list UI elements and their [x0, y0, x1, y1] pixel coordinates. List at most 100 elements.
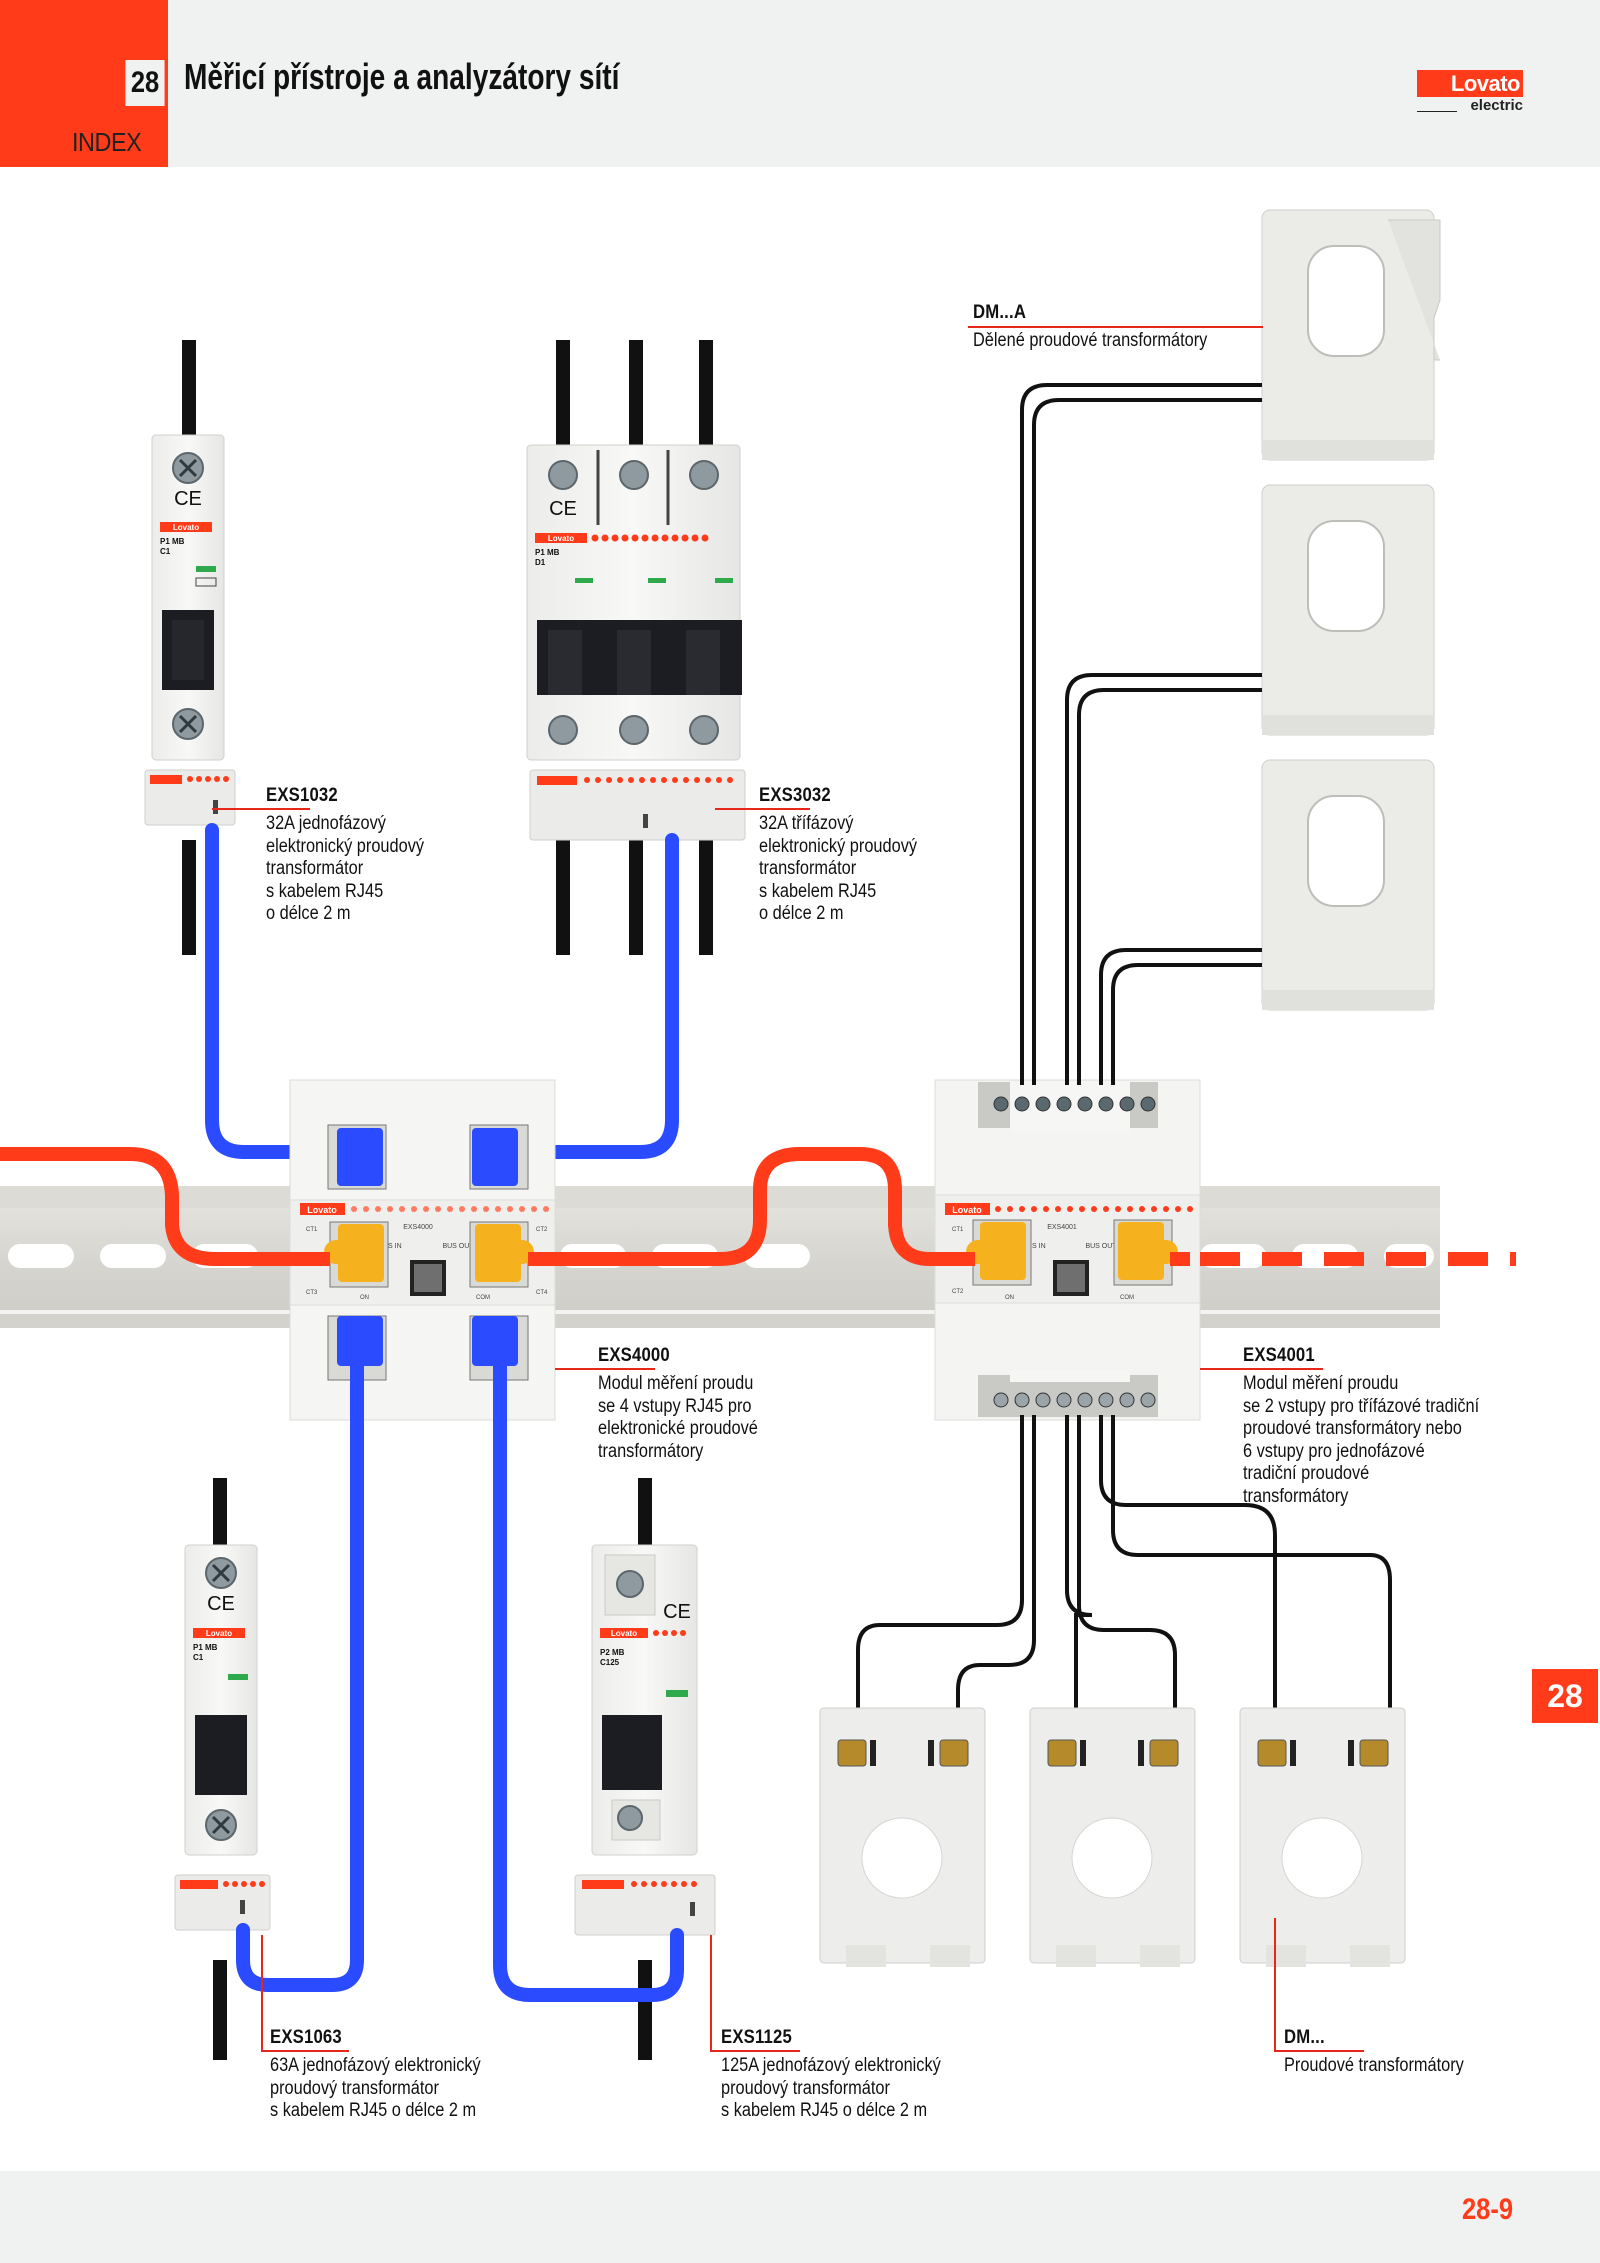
lovato-logo: Lovato electric [1417, 70, 1523, 114]
svg-text:BUS IN: BUS IN [1022, 1243, 1045, 1250]
svg-text:BUS OUT: BUS OUT [442, 1243, 474, 1250]
exs3032-sensor [529, 769, 746, 841]
callout-exs3032: EXS3032 32A třífázový elektronický proud… [759, 785, 1179, 926]
rj45-cables-bottom [236, 1343, 684, 2002]
ct-wires-bottom [856, 1415, 1392, 1712]
current-transformer [1029, 1707, 1196, 1967]
svg-text:Lovato: Lovato [952, 1205, 982, 1215]
svg-text:BUS IN: BUS IN [378, 1243, 401, 1250]
exs4001-module: Lovato EXS4001 CT1 CT2 BUS IN BUS OUT ON… [934, 1079, 1201, 1421]
bus-cables [0, 1147, 1516, 1266]
callout-line-dm [1274, 2050, 1364, 2052]
exs4000-module: Lovato EXS4000 CT1 CT2 CT3 CT4 BUS IN BU… [289, 1079, 556, 1421]
callout-desc: Dělené proudové transformátory [973, 330, 1208, 351]
svg-text:CT1: CT1 [952, 1227, 964, 1233]
ce-mark: CE [207, 1593, 235, 1615]
page-number: 28-9 [1462, 2193, 1514, 2226]
page-header: 28 INDEX Měřicí přístroje a analyzátory … [0, 0, 1600, 167]
power-wires-bottom [213, 1478, 652, 2060]
callout-code: EXS3032 [759, 785, 831, 806]
logo-underline [1417, 111, 1457, 112]
index-link[interactable]: INDEX [72, 127, 142, 157]
callout-desc: 32A třífázový elektronický proudový tran… [759, 813, 918, 924]
callout-exs4001: EXS4001 Modul měření proudu se 2 vstupy … [1243, 1345, 1600, 1508]
svg-text:C1: C1 [193, 1653, 204, 1662]
svg-text:Lovato: Lovato [548, 534, 574, 543]
ce-mark: CE [174, 488, 202, 510]
svg-text:COM: COM [476, 1295, 490, 1301]
ct-wires-top [1020, 383, 1262, 1085]
current-transformer [819, 1707, 986, 1967]
callout-line-exs3032 [715, 808, 810, 810]
svg-text:Lovato: Lovato [307, 1205, 337, 1215]
svg-text:BUS OUT: BUS OUT [1085, 1243, 1117, 1250]
svg-text:CT4: CT4 [536, 1290, 548, 1296]
svg-text:P1 MB: P1 MB [160, 537, 185, 546]
svg-text:Lovato: Lovato [611, 1629, 637, 1638]
svg-text:P1 MB: P1 MB [193, 1643, 218, 1652]
callout-exs1125: EXS1125 125A jednofázový elektronický pr… [721, 2027, 1141, 2123]
logo-brand: Lovato [1417, 70, 1523, 97]
callout-desc: 125A jednofázový elektronický proudový t… [721, 2055, 941, 2121]
svg-text:CT2: CT2 [952, 1289, 964, 1295]
ce-mark: CE [549, 498, 577, 520]
current-transformer [1239, 1707, 1406, 1967]
svg-text:CT1: CT1 [306, 1227, 318, 1233]
svg-text:COM: COM [1120, 1295, 1134, 1301]
svg-text:EXS4000: EXS4000 [403, 1224, 433, 1231]
power-wires-top [182, 340, 713, 955]
callout-line-dma [968, 326, 1263, 328]
split-core-ct [1261, 484, 1435, 736]
breaker-125-bottom: CE Lovato P2 MB C125 [591, 1544, 698, 1856]
callout-exs1063: EXS1063 63A jednofázový elektronický pro… [270, 2027, 690, 2123]
callout-desc: Modul měření proudu se 4 vstupy RJ45 pro… [598, 1373, 758, 1462]
split-core-ct [1261, 759, 1435, 1011]
svg-text:EXS4001: EXS4001 [1047, 1224, 1077, 1231]
logo-sub: electric [1470, 97, 1523, 114]
callout-vline-exs1063 [261, 1935, 263, 2051]
breaker-brand: Lovato [173, 523, 199, 532]
callout-code: EXS4000 [598, 1345, 670, 1366]
callout-code: DM... [1284, 2027, 1325, 2048]
breaker-1p-top: CE Lovato P1 MB C1 [151, 434, 225, 761]
callout-line-exs4000 [555, 1368, 655, 1370]
callout-dma: DM...A Dělené proudové transformátory [973, 302, 1393, 353]
callout-line-exs4001 [1200, 1368, 1323, 1370]
svg-text:C125: C125 [600, 1658, 620, 1667]
exs1063-sensor [174, 1874, 271, 1931]
callout-dm: DM... Proudové transformátory [1284, 2027, 1600, 2078]
callout-code: DM...A [973, 302, 1027, 323]
callout-line-exs1063 [261, 2050, 349, 2052]
svg-text:ON: ON [360, 1295, 369, 1301]
split-core-ct-set [1261, 209, 1441, 1011]
rj45-cables-top [205, 823, 679, 1159]
callout-code: EXS1063 [270, 2027, 342, 2048]
callout-line-exs1032 [212, 808, 310, 810]
svg-text:Lovato: Lovato [206, 1629, 232, 1638]
exs1032-sensor [144, 769, 236, 826]
split-core-ct [1261, 209, 1441, 461]
breaker-1p-bottom: CE Lovato P1 MB C1 [184, 1544, 258, 1856]
svg-text:CT2: CT2 [536, 1227, 548, 1233]
svg-text:D1: D1 [535, 558, 546, 567]
callout-vline-exs1125 [710, 1935, 712, 2051]
callout-exs1032: EXS1032 32A jednofázový elektronický pro… [266, 785, 686, 926]
callout-desc: Proudové transformátory [1284, 2055, 1464, 2076]
callout-code: EXS4001 [1243, 1345, 1315, 1366]
callout-exs4000: EXS4000 Modul měření proudu se 4 vstupy … [598, 1345, 1018, 1463]
qr-code [410, 1260, 446, 1296]
callout-line-exs1125 [710, 2050, 800, 2052]
callout-code: EXS1125 [721, 2027, 792, 2048]
callout-desc: Modul měření proudu se 2 vstupy pro tříf… [1243, 1373, 1480, 1507]
ct-set-bottom [819, 1707, 1406, 1967]
svg-text:P1 MB: P1 MB [535, 548, 560, 557]
svg-text:CT3: CT3 [306, 1290, 318, 1296]
chapter-number: 28 [125, 60, 165, 106]
callout-desc: 63A jednofázový elektronický proudový tr… [270, 2055, 481, 2121]
exs1125-sensor [574, 1874, 716, 1936]
wiring-diagram: CE Lovato P1 MB C1 CE Lovato P1 MB D1 [0, 209, 1516, 2060]
ce-mark: CE [663, 1601, 691, 1623]
breaker-3p-top: CE Lovato P1 MB D1 [526, 444, 742, 761]
page-title: Měřicí přístroje a analyzátory sítí [184, 56, 620, 97]
chapter-side-tab[interactable]: 28 [1532, 1669, 1598, 1723]
